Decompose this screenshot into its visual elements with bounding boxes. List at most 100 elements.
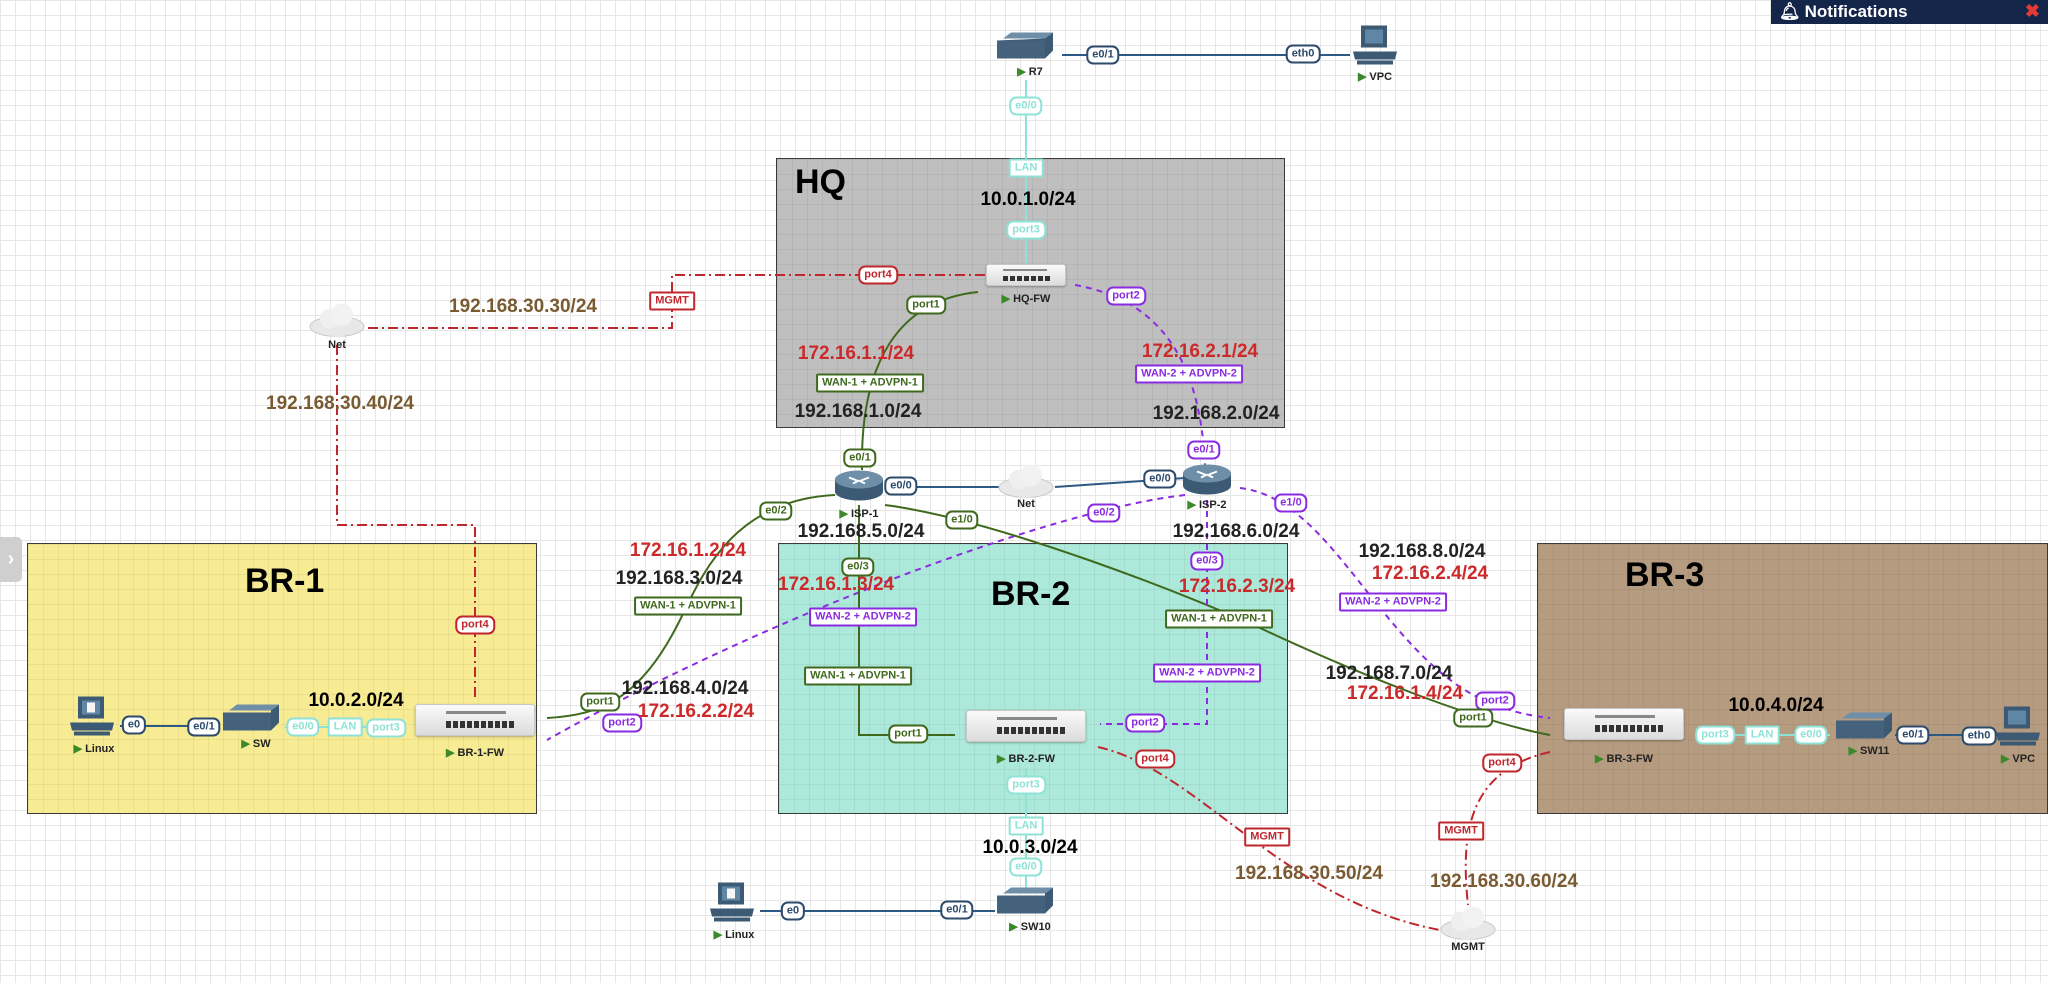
router-isp1[interactable] — [833, 468, 885, 507]
iface-r7-e00[interactable]: e0/0 — [1009, 96, 1043, 116]
iface-hq-port3[interactable]: port3 — [1006, 220, 1046, 240]
net-br3-wan1: 192.168.7.0/24 — [1325, 663, 1453, 684]
net-isp1: 192.168.5.0/24 — [797, 521, 925, 542]
net-mgmt-br3: 192.168.30.60/24 — [1430, 871, 1578, 892]
switch-icon — [1836, 712, 1892, 739]
iface-br2-port3[interactable]: port3 — [1006, 775, 1046, 795]
iface-br1-port2[interactable]: port2 — [602, 713, 642, 733]
label-br1-fw: ▶BR-1-FW — [446, 747, 504, 759]
iface-br3-mgmt[interactable]: MGMT — [1438, 821, 1484, 841]
label-br1-linux: ▶Linux — [73, 743, 115, 755]
iface-br3-lan[interactable]: LAN — [1744, 725, 1780, 745]
pc-br2-linux[interactable] — [708, 881, 756, 928]
iface-hq-lan[interactable]: LAN — [1008, 158, 1044, 178]
notifications-title: Notifications — [1804, 2, 1908, 21]
cloud-mgmt[interactable] — [1439, 906, 1497, 945]
iface-isp1-e03[interactable]: e0/3 — [841, 557, 875, 577]
net-hq-wan2: 192.168.2.0/24 — [1152, 403, 1280, 424]
iface-hq-port4[interactable]: port4 — [858, 265, 898, 285]
iface-hq-port1[interactable]: port1 — [906, 295, 946, 315]
zone-title-br1: BR-1 — [245, 562, 325, 600]
close-icon[interactable]: ✖ — [2024, 1, 2040, 21]
iface-br3-port1[interactable]: port1 — [1453, 708, 1493, 728]
net-br1-wan2: 192.168.4.0/24 — [621, 678, 749, 699]
iface-isp2-e01[interactable]: e0/1 — [1187, 440, 1221, 460]
firewall-br2[interactable] — [966, 710, 1086, 742]
net-br3-wan2: 192.168.8.0/24 — [1358, 541, 1486, 562]
firewall-br1[interactable] — [415, 704, 535, 736]
router-r7[interactable] — [995, 31, 1057, 66]
fw-brand — [446, 711, 506, 714]
cloud-net-left[interactable] — [308, 303, 366, 342]
iface-hq-port2[interactable]: port2 — [1106, 286, 1146, 306]
play-icon: ▶ — [2000, 753, 2010, 765]
iface-sw11-e01[interactable]: e0/1 — [1896, 725, 1930, 745]
iface-br3-vpc-eth0[interactable]: eth0 — [1961, 726, 1997, 746]
link-hq-isp2[interactable] — [1074, 284, 1206, 466]
cloud-net-mid[interactable] — [997, 464, 1055, 503]
net-br3-lan: 10.0.4.0/24 — [1728, 695, 1824, 716]
switch-sw11[interactable] — [1834, 711, 1896, 746]
label-net-mid: Net — [1017, 498, 1035, 510]
pc-br1-linux[interactable] — [68, 695, 116, 742]
switch-sw10[interactable] — [995, 886, 1057, 921]
iface-isp1-e01[interactable]: e0/1 — [843, 448, 877, 468]
router-isp2[interactable] — [1181, 462, 1233, 501]
iface-isp2-e03[interactable]: e0/3 — [1190, 551, 1224, 571]
iface-isp1-e00[interactable]: e0/0 — [884, 476, 918, 496]
switch-br1-sw[interactable] — [221, 703, 283, 738]
iface-r7-e01[interactable]: e0/1 — [1086, 45, 1120, 65]
link-br1-mgmt[interactable] — [336, 345, 476, 700]
iface-isp1-e10[interactable]: e1/0 — [945, 510, 979, 530]
notifications-panel[interactable]: 🔔︎ Notifications ✖ — [1771, 0, 2048, 24]
chevron-right-icon: › — [7, 548, 15, 570]
iface-br1-linux-e0[interactable]: e0 — [121, 715, 147, 735]
iface-br2-linux-e0[interactable]: e0 — [780, 901, 806, 921]
net-br1-wan1-ip: 172.16.1.2/24 — [629, 540, 747, 561]
iface-br3-port4[interactable]: port4 — [1482, 753, 1522, 773]
iface-isp2-e02[interactable]: e0/2 — [1087, 503, 1121, 523]
tunnel-hq-wan1: WAN-1 + ADVPN-1 — [816, 373, 924, 393]
net-br1-wan2-ip: 172.16.2.2/24 — [637, 701, 755, 722]
iface-br1-sw-e01[interactable]: e0/1 — [187, 717, 221, 737]
iface-isp1-e02[interactable]: e0/2 — [759, 501, 793, 521]
sidebar-toggle-button[interactable]: › — [0, 537, 22, 582]
iface-br1-port1[interactable]: port1 — [580, 692, 620, 712]
iface-br1-port3[interactable]: port3 — [366, 718, 406, 738]
iface-br2-port1[interactable]: port1 — [888, 724, 928, 744]
play-icon: ▶ — [241, 738, 250, 750]
iface-isp2-e00[interactable]: e0/0 — [1143, 469, 1177, 489]
label-br3-vpc: ▶VPC — [2000, 753, 2036, 765]
iface-br3-port3[interactable]: port3 — [1695, 725, 1735, 745]
iface-hq-mgmt[interactable]: MGMT — [649, 291, 695, 311]
iface-br3-port2[interactable]: port2 — [1475, 691, 1515, 711]
iface-br2-lan[interactable]: LAN — [1008, 816, 1044, 836]
iface-vpc-eth0[interactable]: eth0 — [1285, 44, 1321, 64]
switch-icon — [997, 32, 1053, 59]
pc-vpc-top[interactable] — [1351, 24, 1399, 71]
iface-br1-lan[interactable]: LAN — [327, 717, 363, 737]
iface-sw10-e01[interactable]: e0/1 — [940, 900, 974, 920]
net-br2-wan1-ip: 172.16.1.3/24 — [777, 574, 895, 595]
iface-sw11-e00[interactable]: e0/0 — [1794, 725, 1828, 745]
iface-isp2-e10[interactable]: e1/0 — [1274, 493, 1308, 513]
net-br3-wan1-ip: 172.16.1.4/24 — [1346, 683, 1464, 704]
label-sw10: ▶SW10 — [1009, 921, 1051, 933]
zone-br3: BR-3 — [1537, 543, 2048, 814]
play-icon: ▶ — [997, 753, 1006, 765]
link-isp2-br2[interactable] — [1100, 500, 1208, 725]
iface-br1-port4[interactable]: port4 — [455, 615, 495, 635]
firewall-hq[interactable] — [986, 264, 1066, 286]
iface-br2-port4[interactable]: port4 — [1135, 749, 1175, 769]
play-icon: ▶ — [73, 743, 83, 755]
play-icon: ▶ — [446, 747, 455, 759]
link-br3-mgmt[interactable] — [1464, 751, 1551, 906]
link-hq-isp1[interactable] — [860, 291, 979, 471]
cloud-icon — [1440, 906, 1496, 940]
iface-br2-port2[interactable]: port2 — [1125, 713, 1165, 733]
iface-br2-mgmt[interactable]: MGMT — [1244, 827, 1290, 847]
firewall-br3[interactable] — [1564, 708, 1684, 740]
iface-br1-sw-e00[interactable]: e0/0 — [286, 717, 320, 737]
pc-br3-vpc[interactable] — [1994, 705, 2042, 752]
iface-sw10-e00[interactable]: e0/0 — [1009, 857, 1043, 877]
